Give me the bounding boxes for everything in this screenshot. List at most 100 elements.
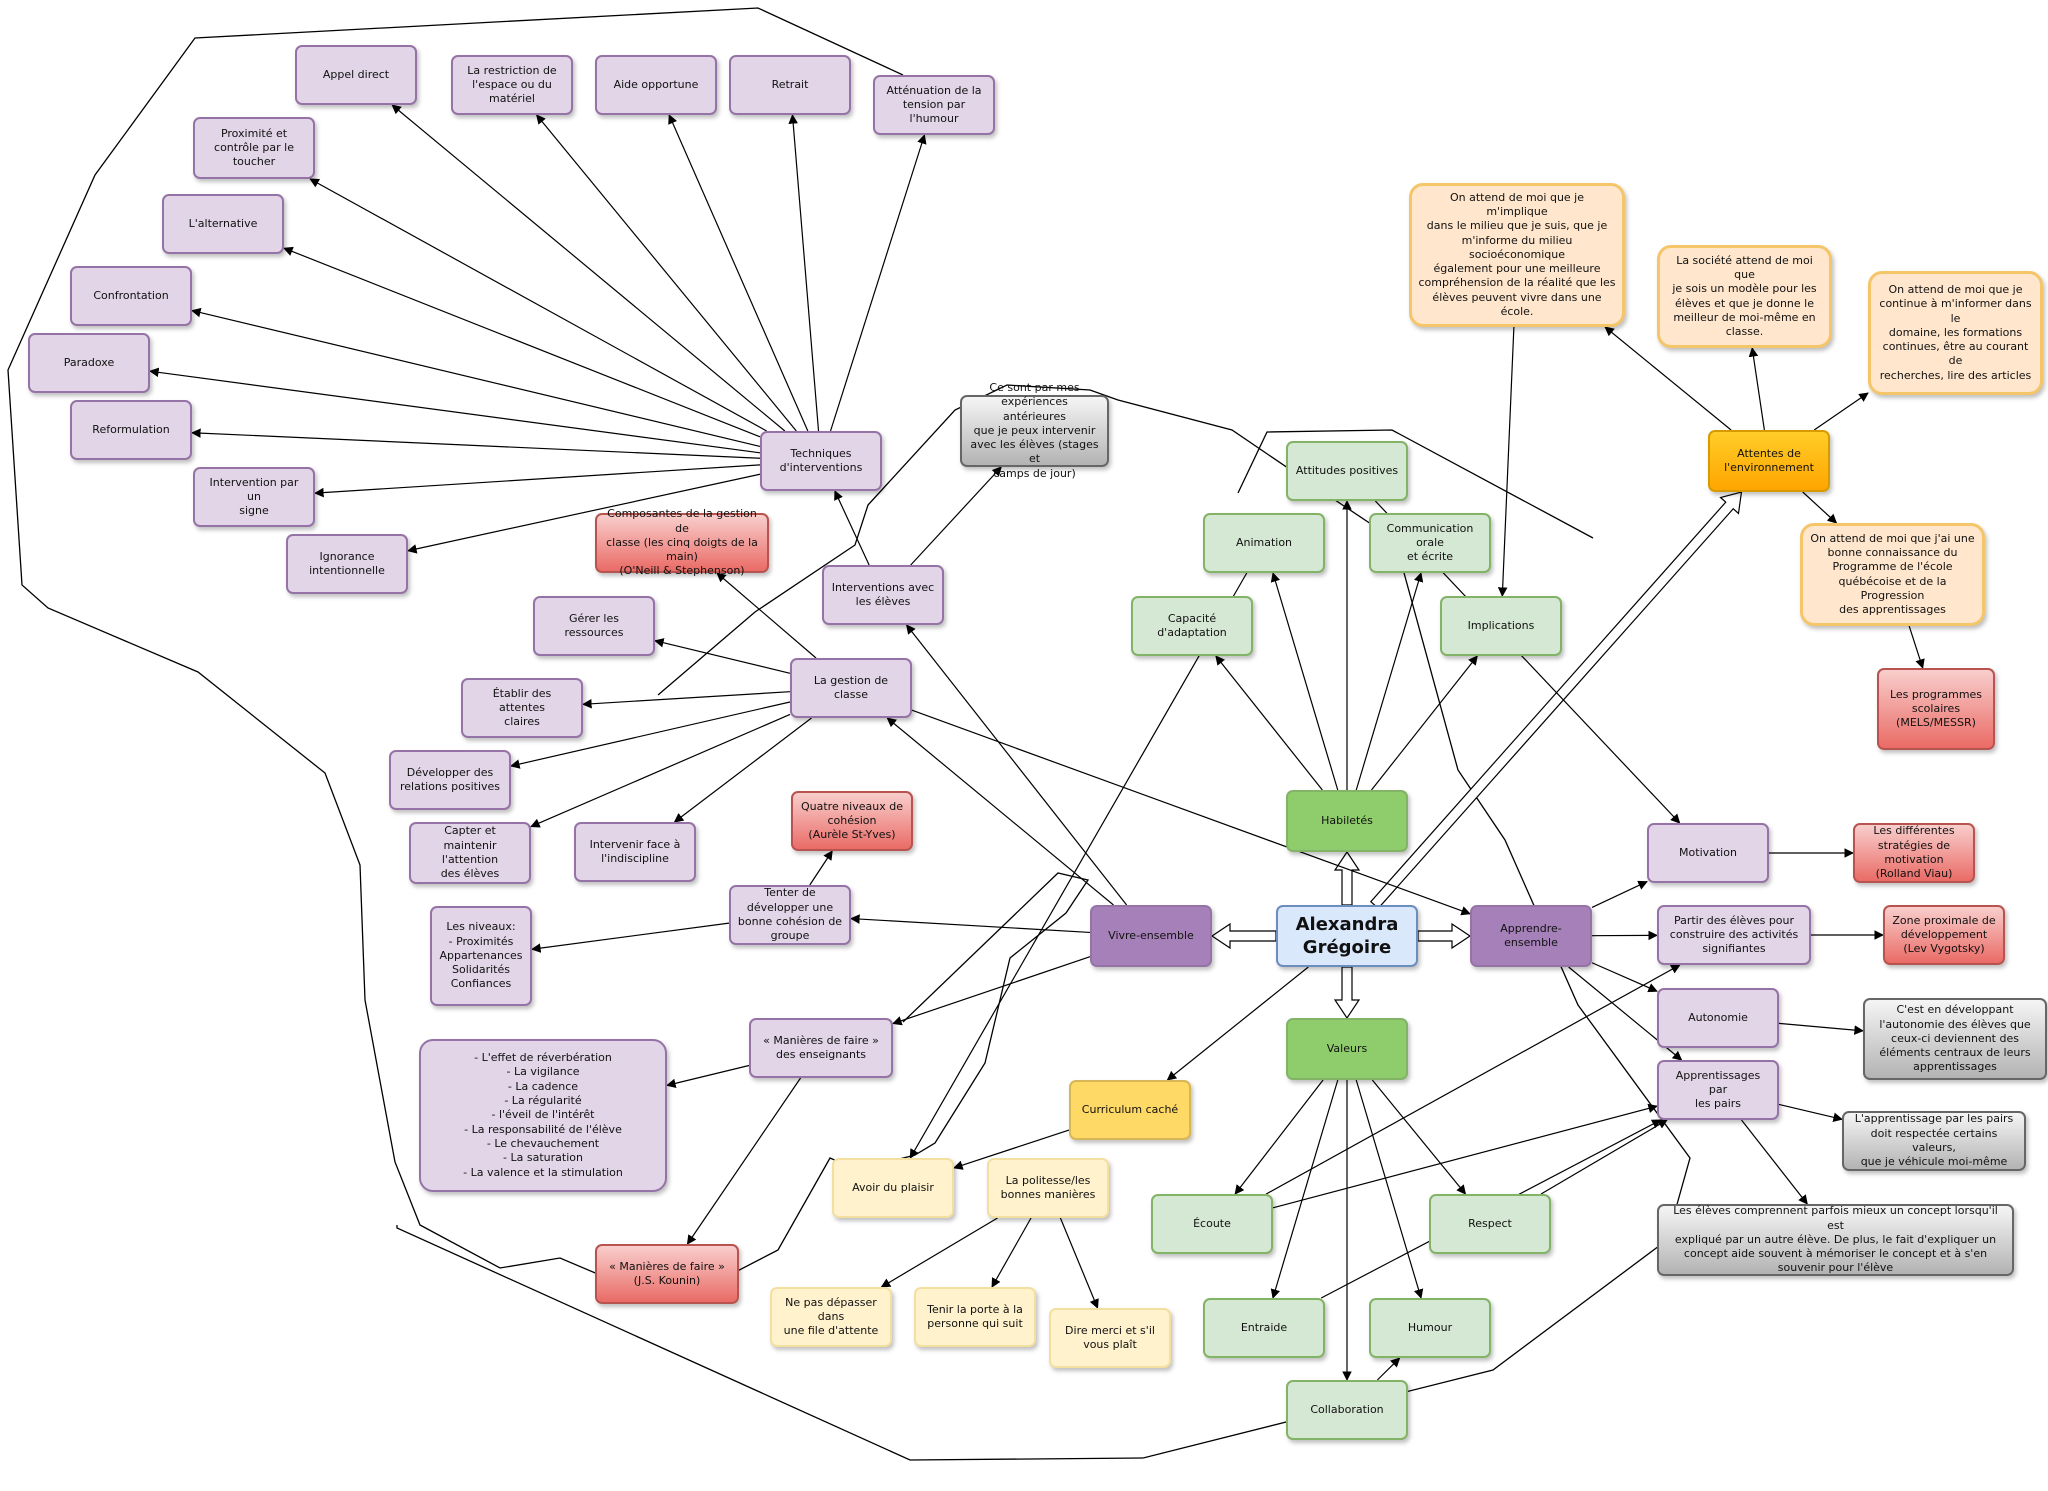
node-manieres-kounin[interactable]: « Manières de faire » (J.S. Kounin) [595,1244,739,1304]
node-implications[interactable]: Implications [1440,596,1562,656]
node-tenir-porte[interactable]: Tenir la porte à la personne qui suit [914,1287,1036,1347]
edge-node-techniques-to-node-appel-direct [391,104,786,432]
node-apprentissages-pairs[interactable]: Apprentissages par les pairs [1657,1060,1779,1120]
node-capacite-adaptation[interactable]: Capacité d'adaptation [1131,596,1253,656]
node-dire-merci[interactable]: Dire merci et s'il vous plaît [1049,1308,1171,1368]
edge-node-techniques-to-node-restriction [536,114,797,432]
node-gestion-classe[interactable]: La gestion de classe [790,658,912,718]
edge-node-attentes-environnement-to-node-attente-informer [1813,392,1869,431]
node-collaboration[interactable]: Collaboration [1286,1380,1408,1440]
node-reformulation[interactable]: Reformulation [70,400,192,460]
node-file-attente[interactable]: Ne pas dépasser dans une file d'attente [770,1287,892,1347]
node-valeurs[interactable]: Valeurs [1286,1018,1408,1080]
node-autonomie-note[interactable]: C'est en développant l'autonomie des élè… [1863,998,2047,1080]
node-politesse[interactable]: La politesse/les bonnes manières [987,1158,1109,1218]
edge-node-attente-programme-to-node-programmes-scolaires [1908,625,1925,669]
edge-node-apprendre-ensemble-to-node-motivation [1591,880,1648,908]
node-niveaux-liste[interactable]: Les niveaux: - Proximités Appartenances … [430,906,532,1006]
edge-node-manieres-enseignants-to-node-manieres-kounin [686,1077,802,1245]
edge-node-techniques-to-node-proximite [309,178,767,432]
edge-node-politesse-to-node-dire-merci [1059,1217,1099,1309]
node-motivation[interactable]: Motivation [1647,823,1769,883]
node-composantes[interactable]: Composantes de la gestion de classe (les… [595,507,769,577]
node-respect[interactable]: Respect [1429,1194,1551,1254]
node-partir-eleves[interactable]: Partir des élèves pour construire des ac… [1657,905,1811,965]
node-animation[interactable]: Animation [1203,513,1325,573]
node-intervention-signe[interactable]: Intervention par un signe [193,467,315,527]
edge-node-gestion-classe-to-node-developper-relations [510,701,791,769]
edge-node-attentes-environnement-to-node-attente-programme [1802,491,1838,524]
edge-node-respect-to-node-apprentissages-pairs [1540,1119,1668,1195]
node-aide-opportune[interactable]: Aide opportune [595,55,717,115]
node-pairs-note2[interactable]: Les élèves comprennent parfois mieux un … [1657,1204,2014,1276]
node-tenter-cohesion[interactable]: Tenter de développer une bonne cohésion … [729,885,851,945]
node-entraide[interactable]: Entraide [1203,1298,1325,1358]
node-attenuation[interactable]: Atténuation de la tension par l'humour [873,75,995,135]
node-attente-programme[interactable]: On attend de moi que j'ai une bonne conn… [1800,523,1985,626]
edge-node-manieres-enseignants-to-node-manieres-liste [666,1064,750,1089]
group-outline-left [7,7,1090,1284]
edge-node-curriculum-cache-to-node-avoir-plaisir [953,1129,1070,1170]
edge-node-valeurs-to-node-humour [1355,1079,1424,1299]
edge-node-techniques-to-node-alternative [283,246,761,438]
edge-node-gestion-classe-to-node-capter-attention [530,713,791,828]
node-attente-milieu[interactable]: On attend de moi que je m'implique dans … [1409,183,1625,327]
edge-node-attente-milieu-to-node-implications [1497,326,1515,597]
node-manieres-liste[interactable]: - L'effet de réverbération - La vigilanc… [419,1039,667,1192]
node-habiletes[interactable]: Habiletés [1286,790,1408,852]
edge-node-habiletes-to-node-communication [1355,572,1424,791]
node-attitudes-positives[interactable]: Attitudes positives [1286,441,1408,501]
edge-node-gestion-classe-to-node-intervenir-indiscipline [673,717,812,823]
node-autonomie[interactable]: Autonomie [1657,988,1779,1048]
node-intervenir-indiscipline[interactable]: Intervenir face à l'indiscipline [574,822,696,882]
node-vivre-ensemble[interactable]: Vivre-ensemble [1090,905,1212,967]
node-appel-direct[interactable]: Appel direct [295,45,417,105]
node-pairs-note[interactable]: L'apprentissage par les pairs doit respe… [1842,1111,2026,1171]
node-ignorance[interactable]: Ignorance intentionnelle [286,534,408,594]
node-zone-proximale[interactable]: Zone proximale de développement (Lev Vyg… [1883,905,2005,965]
edge-node-techniques-to-node-confrontation [191,307,761,447]
node-ecoute[interactable]: Écoute [1151,1194,1273,1254]
edge-node-techniques-to-node-aide-opportune [668,114,809,432]
node-proximite[interactable]: Proximité et contrôle par le toucher [193,117,315,179]
edge-center-node-to-node-curriculum-cache [1166,966,1309,1081]
edge-node-valeurs-to-node-ecoute [1234,1079,1324,1195]
edge-node-vivre-ensemble-to-node-tenter-cohesion [850,914,1091,934]
edge-node-techniques-to-node-attenuation [829,134,927,432]
node-communication[interactable]: Communication orale et écrite [1369,513,1491,573]
node-attentes-environnement[interactable]: Attentes de l'environnement [1708,430,1830,492]
node-attente-societe[interactable]: La société attend de moi que je sois un … [1657,245,1832,348]
edge-node-valeurs-to-node-respect [1371,1079,1467,1195]
node-restriction[interactable]: La restriction de l'espace ou du matérie… [451,55,573,115]
node-avoir-plaisir[interactable]: Avoir du plaisir [832,1158,954,1218]
node-curriculum-cache[interactable]: Curriculum caché [1069,1080,1191,1140]
node-programmes-scolaires[interactable]: Les programmes scolaires (MELS/MESSR) [1877,668,1995,750]
node-etablir-attentes[interactable]: Établir des attentes claires [461,678,583,738]
node-manieres-enseignants[interactable]: « Manières de faire » des enseignants [749,1018,893,1078]
node-humour[interactable]: Humour [1369,1298,1491,1358]
node-gerer-ressources[interactable]: Gérer les ressources [533,596,655,656]
node-techniques[interactable]: Techniques d'interventions [760,431,882,491]
node-interventions-eleves[interactable]: Interventions avec les élèves [822,565,944,625]
edge-node-ecoute-to-node-partir-eleves [1265,964,1681,1195]
edge-node-habiletes-to-node-implications [1371,655,1478,791]
node-capter-attention[interactable]: Capter et maintenir l'attention des élèv… [409,822,531,884]
node-experiences[interactable]: Ce sont par mes expériences antérieures … [960,381,1109,480]
edge-node-vivre-ensemble-to-node-interventions-eleves [905,624,1128,906]
node-confrontation[interactable]: Confrontation [70,266,192,326]
center-node[interactable]: Alexandra Grégoire [1276,905,1418,967]
node-quatre-niveaux[interactable]: Quatre niveaux de cohésion (Aurèle St-Yv… [791,791,913,851]
node-retrait[interactable]: Retrait [729,55,851,115]
edge-node-habiletes-to-node-animation [1270,572,1339,791]
edge-node-vivre-ensemble-to-node-manieres-enseignants [892,956,1091,1026]
edge-node-valeurs-to-node-entraide [1270,1079,1339,1299]
node-strategies-motivation[interactable]: Les différentes stratégies de motivation… [1853,823,1975,883]
node-alternative[interactable]: L'alternative [162,194,284,254]
node-attente-informer[interactable]: On attend de moi que je continue à m'inf… [1868,271,2043,395]
node-developper-relations[interactable]: Développer des relations positives [389,750,511,810]
node-paradoxe[interactable]: Paradoxe [28,333,150,393]
group-outline-right [657,384,1691,1459]
hollow-arrow-center-node-to-node-valeurs [1333,966,1361,1020]
node-apprendre-ensemble[interactable]: Apprendre-ensemble [1470,905,1592,967]
edge-node-attentes-environnement-to-node-attente-societe [1748,347,1765,431]
